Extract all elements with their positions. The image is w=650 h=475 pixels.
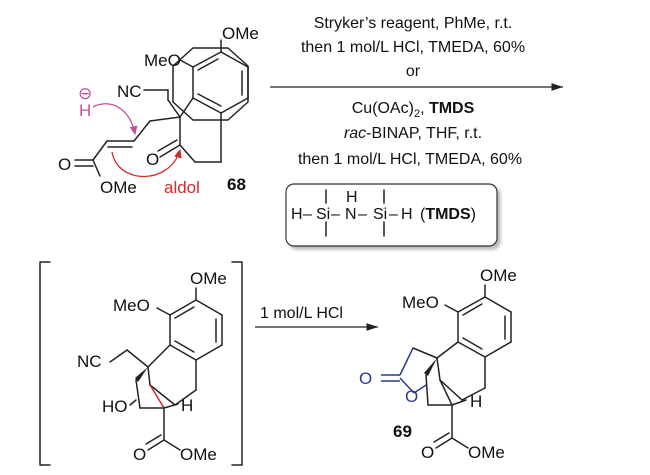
- paren-open: (: [420, 206, 426, 223]
- label-68-meo: MeO: [144, 51, 181, 70]
- bracket-left: [39, 261, 51, 466]
- bracket-right: [231, 261, 243, 466]
- comma: ,: [420, 100, 429, 117]
- tmds-name-bold: TMDS: [425, 206, 471, 223]
- label-int-nc: NC: [77, 352, 102, 371]
- tmds-n: N: [345, 206, 357, 223]
- label-68-ketone-o: O: [146, 150, 159, 169]
- aldol-arrow: [111, 148, 182, 178]
- label-aldol: aldol: [164, 178, 200, 197]
- tmds-h-right: H: [401, 206, 413, 223]
- aromatic-ring: [172, 47, 249, 121]
- condition-line-1: Stryker’s reagent, PhMe, r.t.: [314, 15, 513, 32]
- label-69-lactone-o: O: [405, 387, 418, 406]
- label-69-ester-ome: OMe: [468, 443, 505, 462]
- paren-close: ): [471, 206, 476, 223]
- label-68-ome-top: OMe: [222, 24, 259, 43]
- rac-italic: rac: [344, 125, 366, 142]
- label-69-meo: MeO: [402, 293, 439, 312]
- label-int-ome-top: OMe: [190, 269, 227, 288]
- label-int-h: H: [181, 396, 193, 415]
- second-condition-reagent: 1 mol/L HCl: [260, 305, 343, 322]
- label-int-ester-ome: OMe: [180, 445, 217, 464]
- subscript-2: 2: [414, 108, 420, 120]
- tmds-name: (TMDS): [420, 206, 476, 223]
- hydride-attack-arrow: [92, 103, 138, 136]
- tmds-si-2: Si: [373, 206, 387, 223]
- label-68-nc: NC: [117, 82, 142, 101]
- hydride-charge-icon: ⊖: [78, 84, 92, 103]
- condition-line-4: rac-BINAP, THF, r.t.: [344, 125, 482, 142]
- label-int-ho: HO: [102, 397, 128, 416]
- binap-thf: -BINAP, THF, r.t.: [366, 125, 482, 142]
- compound-68-bonds: [74, 39, 249, 177]
- tmds-dash-3: –: [358, 206, 367, 223]
- label-69-lactone-co: O: [359, 369, 372, 388]
- tmds-bold: TMDS: [429, 100, 475, 117]
- condition-line-2: then 1 mol/L HCl, TMEDA, 60%: [301, 39, 525, 56]
- compound-number-69: 69: [393, 422, 412, 441]
- compound-number-68: 68: [227, 175, 246, 194]
- label-68-ester-o: O: [58, 155, 71, 174]
- label-int-ester-o: O: [133, 445, 146, 464]
- tmds-h-left: H: [291, 206, 303, 223]
- intermediate-bonds: [109, 287, 223, 451]
- condition-line-5: then 1 mol/L HCl, TMEDA, 60%: [298, 151, 522, 168]
- label-int-meo: MeO: [113, 296, 150, 315]
- product-69-bonds: [381, 284, 512, 449]
- label-hydride-h: H: [79, 101, 91, 120]
- tmds-bonds: [325, 189, 385, 237]
- tmds-si-1: Si: [316, 206, 330, 223]
- tmds-dash-1: –: [303, 206, 312, 223]
- cu-oac: Cu(OAc): [352, 100, 414, 117]
- tmds-dash-4: –: [389, 206, 398, 223]
- label-68-ester-ome: OMe: [100, 178, 137, 197]
- condition-or: or: [406, 63, 421, 80]
- label-69-h: H: [470, 392, 482, 411]
- compound-68: [172, 47, 249, 121]
- label-69-ester-o: O: [421, 443, 434, 462]
- tmds-structure-box: [285, 183, 498, 247]
- tmds-dash-2: –: [331, 206, 340, 223]
- condition-line-3: Cu(OAc)2, TMDS: [352, 100, 475, 120]
- tmds-nh: H: [346, 189, 358, 206]
- label-69-ome-top: OMe: [480, 266, 517, 285]
